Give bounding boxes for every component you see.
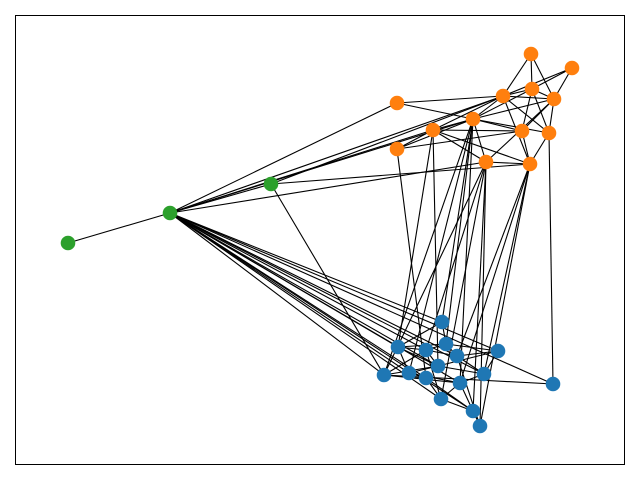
node-o1: [523, 46, 539, 62]
node-layer: [60, 46, 580, 434]
edge-o8-o11: [432, 129, 487, 163]
edge-g2-o9: [169, 118, 474, 214]
edge-g2-b12: [169, 212, 461, 384]
node-b12: [452, 375, 468, 391]
node-o10: [541, 125, 557, 141]
node-b2: [438, 336, 454, 352]
edge-g1-g2: [67, 212, 171, 244]
node-o9: [465, 111, 481, 127]
edge-o13-b10: [483, 163, 531, 375]
edge-g2-o4: [169, 95, 504, 214]
node-g1: [60, 235, 76, 251]
edge-b3-b7: [397, 346, 439, 367]
edge-o5-o9: [396, 102, 474, 120]
edge-b7-b10: [437, 365, 485, 375]
edge-g2-b1: [169, 212, 443, 323]
edge-o4-o8: [432, 95, 504, 131]
node-o12: [389, 141, 405, 157]
edge-g2-b5: [169, 212, 458, 357]
edge-o13-b5: [456, 163, 531, 357]
plot-frame: [15, 15, 625, 465]
edge-o7-o12: [396, 130, 523, 150]
edge-b4-b9: [383, 349, 427, 376]
edge-o11-b9: [383, 161, 487, 376]
edge-g2-b7: [169, 212, 439, 367]
edge-o9-b2: [445, 118, 474, 345]
edge-o8-b3: [397, 129, 434, 348]
node-b14: [433, 391, 449, 407]
edge-o11-b14: [440, 161, 487, 400]
edge-o3-o9: [472, 88, 533, 120]
edge-g2-b13: [169, 212, 554, 385]
edge-o13-b12: [459, 163, 531, 384]
edge-o11-b15: [472, 161, 487, 412]
node-o7: [514, 123, 530, 139]
edge-g2-b9: [169, 212, 385, 376]
edge-o9-b9: [383, 118, 474, 376]
node-o6: [546, 91, 562, 107]
node-b5: [449, 348, 465, 364]
edge-o10-b13: [548, 132, 554, 385]
node-g2: [162, 205, 178, 221]
node-o13: [522, 156, 538, 172]
node-b3: [390, 339, 406, 355]
edge-o1-o6: [530, 53, 555, 100]
node-o3: [524, 81, 540, 97]
node-b1: [434, 314, 450, 330]
edge-b2-b6: [445, 343, 499, 352]
edge-o2-o3: [531, 67, 573, 90]
node-b7: [430, 358, 446, 374]
edge-o11-o13: [485, 161, 531, 165]
edge-g3-o4: [270, 95, 504, 185]
node-b4: [418, 342, 434, 358]
node-b8: [401, 365, 417, 381]
edge-b11-b15: [425, 377, 474, 412]
node-o5: [389, 95, 405, 111]
edge-o9-o10: [472, 118, 550, 134]
edge-g2-o5: [169, 102, 398, 214]
node-b6: [490, 343, 506, 359]
edge-o1-o4: [502, 53, 532, 97]
edge-o5-o4: [396, 95, 504, 104]
edge-b4-b14: [425, 349, 442, 400]
node-g3: [263, 176, 279, 192]
node-b9: [376, 367, 392, 383]
node-b13: [545, 376, 561, 392]
node-b16: [472, 418, 488, 434]
edge-o9-o11: [472, 118, 487, 163]
edge-o7-o8: [432, 129, 523, 132]
node-b15: [465, 403, 481, 419]
edge-o12-b11: [396, 148, 427, 379]
edge-o4-o6: [502, 95, 555, 100]
edge-o2-o4: [502, 67, 573, 97]
node-b11: [418, 370, 434, 386]
node-o11: [478, 154, 494, 170]
node-o4: [495, 88, 511, 104]
edge-o9-b12: [459, 118, 474, 384]
node-o8: [425, 122, 441, 138]
edge-o11-b16: [479, 161, 487, 427]
node-b10: [476, 366, 492, 382]
node-o2: [564, 60, 580, 76]
edge-o13-b16: [479, 163, 531, 427]
edge-g2-b4: [169, 212, 427, 351]
edge-b1-b3: [397, 321, 443, 348]
edge-o6-o9: [472, 98, 555, 120]
edge-b6-b7: [437, 350, 499, 367]
edge-o4-o10: [502, 95, 550, 134]
